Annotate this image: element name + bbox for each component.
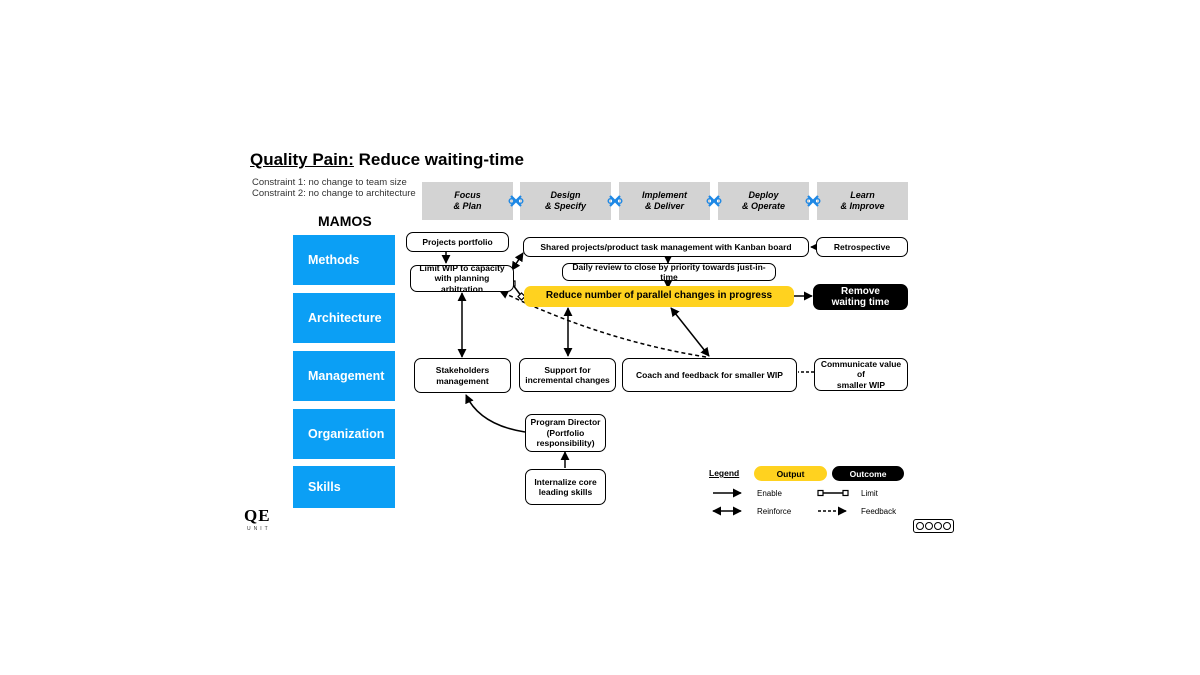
legend-limit-square-end <box>842 489 849 497</box>
mamos-management: Management <box>293 351 395 401</box>
legend-title: Legend <box>709 468 740 478</box>
legend-limit-square-start <box>817 489 824 497</box>
mamos-title: MAMOS <box>318 213 372 229</box>
node-retrospective: Retrospective <box>816 237 908 257</box>
node-projects-portfolio: Projects portfolio <box>406 232 509 252</box>
legend-outcome-pill: Outcome <box>832 466 904 481</box>
qe-unit-logo: QE <box>244 506 271 525</box>
title-highlight: Quality Pain: <box>250 150 354 169</box>
page-title: Quality Pain: Reduce waiting-time <box>250 150 524 170</box>
nc-icon <box>933 522 942 530</box>
phase-deploy-operate: Deploy & Operate <box>718 182 809 220</box>
cycle-link-icon <box>805 195 821 207</box>
cycle-link-icon <box>706 195 722 207</box>
legend-enable-label: Enable <box>757 489 782 498</box>
constraint-1: Constraint 1: no change to team size <box>252 177 407 188</box>
mamos-architecture: Architecture <box>293 293 395 343</box>
mamos-organization: Organization <box>293 409 395 459</box>
node-reduce-parallel-output: Reduce number of parallel changes in pro… <box>524 286 794 307</box>
phase-implement-deliver: Implement & Deliver <box>619 182 710 220</box>
node-program-director: Program Director (Portfolio responsibili… <box>525 414 606 452</box>
limit-square-end <box>517 292 526 301</box>
edge-limit-shared <box>511 252 524 271</box>
by-icon <box>925 522 934 530</box>
cycle-link-icon <box>508 195 524 207</box>
node-shared-board: Shared projects/product task management … <box>523 237 809 257</box>
phase-learn-improve: Learn & Improve <box>817 182 908 220</box>
phase-focus-plan: Focus & Plan <box>422 182 513 220</box>
cycle-link-icon <box>607 195 623 207</box>
node-support-incremental: Support for incremental changes <box>519 358 616 392</box>
node-limit-wip: Limit WIP to capacity with planning arbi… <box>410 263 514 294</box>
legend-reinforce-label: Reinforce <box>757 507 792 516</box>
phase-design-specify: Design & Specify <box>520 182 611 220</box>
legend-limit-label: Limit <box>861 489 878 498</box>
node-remove-waiting-outcome: Remove waiting time <box>813 284 908 310</box>
node-communicate-value: Communicate value of smaller WIP <box>814 358 908 391</box>
qe-unit-logo-sub: UNIT <box>247 526 271 532</box>
cc-icon <box>916 522 925 530</box>
sa-icon <box>942 522 951 530</box>
node-coach-feedback: Coach and feedback for smaller WIP <box>622 358 797 392</box>
mamos-skills: Skills <box>293 466 395 508</box>
node-daily-review: Daily review to close by priority toward… <box>562 262 776 282</box>
node-internalize-skills: Internalize core leading skills <box>525 469 606 505</box>
constraint-2: Constraint 2: no change to architecture <box>252 188 416 199</box>
legend-output-pill: Output <box>754 466 827 481</box>
legend-feedback-label: Feedback <box>861 507 897 516</box>
creative-commons-icon <box>913 519 954 533</box>
title-rest: Reduce waiting-time <box>353 150 524 169</box>
mamos-methods: Methods <box>293 235 395 285</box>
node-stakeholders: Stakeholders management <box>414 358 511 393</box>
edge-reduce-coach <box>670 307 710 357</box>
edge-director-stakeholders <box>465 394 526 433</box>
